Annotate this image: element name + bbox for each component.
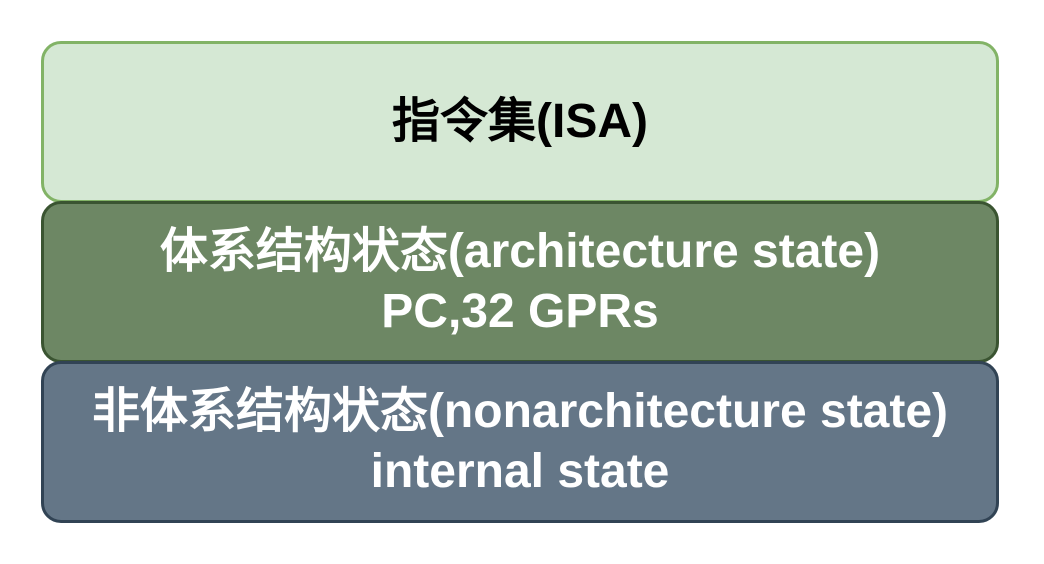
architecture-state-layer-box: 体系结构状态(architecture state) PC,32 GPRs (41, 201, 999, 363)
architecture-state-title: 体系结构状态(architecture state) (159, 225, 881, 278)
nonarchitecture-state-detail: internal state (370, 445, 670, 498)
nonarchitecture-state-title: 非体系结构状态(nonarchitecture state) (91, 385, 949, 438)
architecture-state-detail: PC,32 GPRs (381, 285, 659, 338)
nonarchitecture-state-layer-box: 非体系结构状态(nonarchitecture state) internal … (41, 361, 999, 523)
isa-layer-title: 指令集(ISA) (392, 95, 648, 148)
isa-layer-box: 指令集(ISA) (41, 41, 999, 203)
